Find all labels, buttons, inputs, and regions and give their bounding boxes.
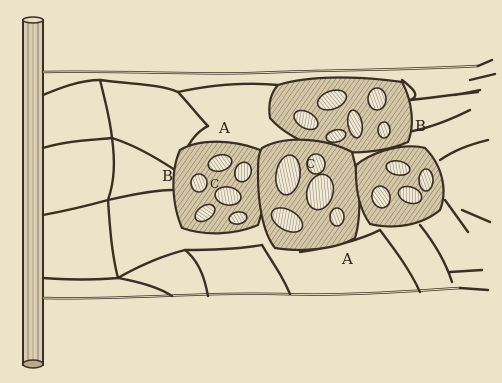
label-c-left: C [210, 177, 219, 191]
label-b-right: B [415, 117, 426, 135]
vertical-rod [23, 17, 43, 368]
label-c-center: C [306, 157, 315, 171]
label-a-top: A [218, 119, 230, 137]
filled-cell-right [356, 146, 444, 226]
label-a-bottom: A [341, 250, 353, 268]
label-b-left: B [162, 167, 173, 185]
